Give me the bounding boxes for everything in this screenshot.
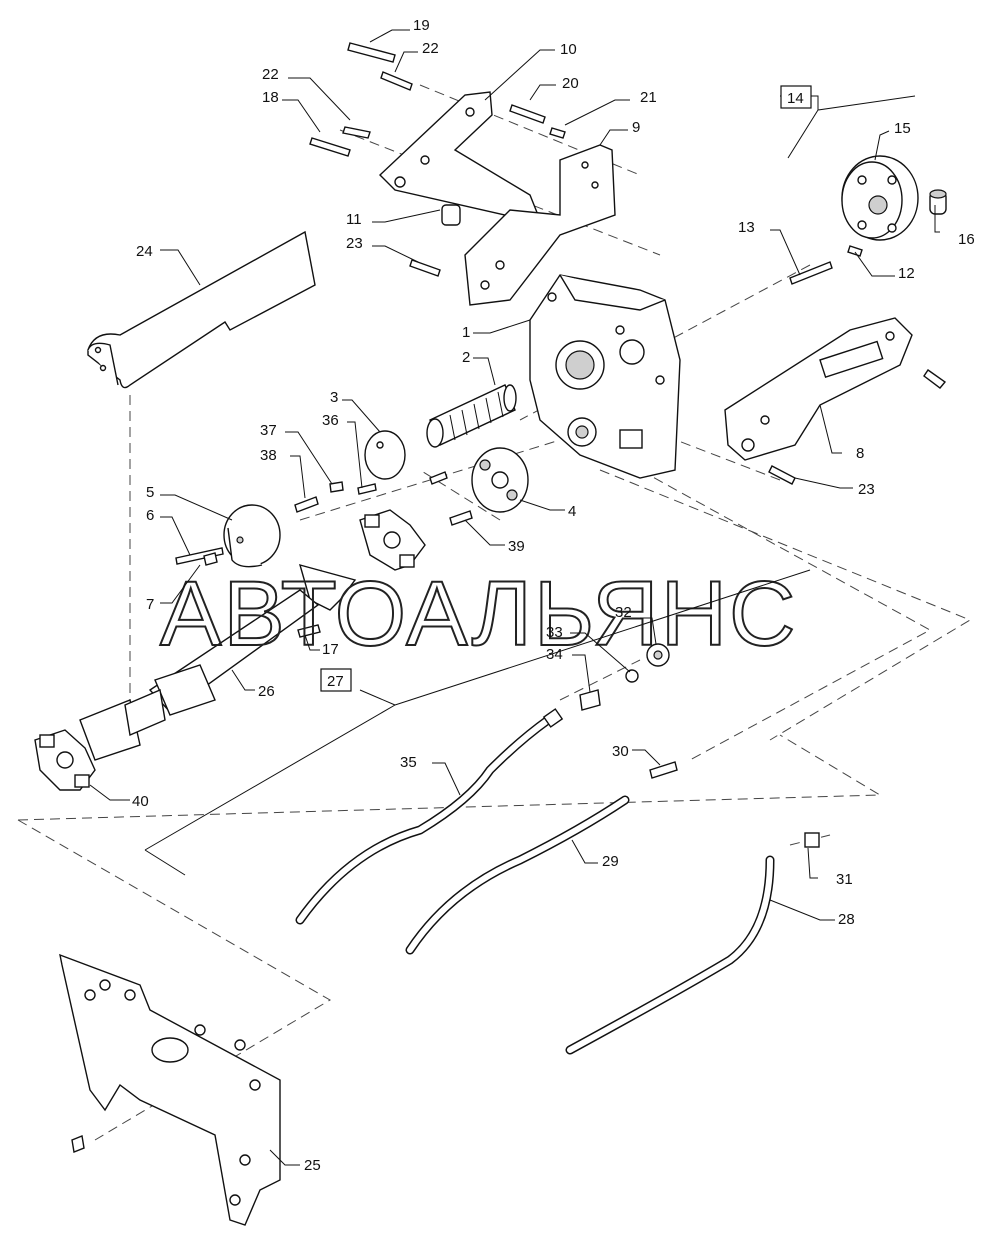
callout-38: 38 — [260, 447, 277, 464]
callout-34: 34 — [546, 646, 563, 663]
flange-part-4 — [471, 447, 529, 513]
callout-33: 33 — [546, 624, 563, 641]
bolts-middle — [175, 471, 473, 638]
shield-cover-part — [87, 230, 316, 389]
coupling-disc-part — [841, 155, 919, 241]
callout-3: 3 — [330, 389, 338, 406]
fitting-parts-32-34 — [579, 643, 670, 711]
callout-31: 31 — [836, 871, 853, 888]
callout-23-top: 23 — [346, 235, 363, 252]
callout-28: 28 — [838, 911, 855, 928]
callout-22-left: 22 — [262, 66, 279, 83]
callout-13: 13 — [738, 219, 755, 236]
plate-part-3 — [364, 430, 406, 480]
callout-9: 9 — [632, 119, 640, 136]
callout-2: 2 — [462, 349, 470, 366]
callout-18: 18 — [262, 89, 279, 106]
universal-joint-lower — [34, 729, 96, 791]
callout-box-14 — [780, 85, 812, 109]
callout-22-top: 22 — [422, 40, 439, 57]
hose-part-28 — [565, 832, 820, 1055]
callout-12: 12 — [898, 265, 915, 282]
bracket-part-9 — [464, 144, 616, 306]
callout-26: 26 — [258, 683, 275, 700]
callout-36: 36 — [322, 412, 339, 429]
callout-10: 10 — [560, 41, 577, 58]
universal-joint-upper — [359, 509, 426, 571]
callout-20: 20 — [562, 75, 579, 92]
callout-17: 17 — [322, 641, 339, 658]
callout-37: 37 — [260, 422, 277, 439]
callout-32: 32 — [615, 604, 632, 621]
callout-35: 35 — [400, 754, 417, 771]
damper-part-5 — [223, 504, 281, 568]
drive-shaft-part — [79, 563, 357, 761]
callout-23-right: 23 — [858, 481, 875, 498]
callout-box-27 — [320, 668, 352, 692]
callout-7: 7 — [146, 596, 154, 613]
watermark-text: АВТОАЛЬЯНС — [160, 563, 798, 665]
hose-part-35 — [295, 708, 564, 925]
mounting-plate-part — [59, 953, 281, 1226]
callout-39: 39 — [508, 538, 525, 555]
adapter-part-30 — [649, 761, 678, 779]
callout-40: 40 — [132, 793, 149, 810]
bolts-upper — [309, 42, 947, 485]
callout-5: 5 — [146, 484, 154, 501]
callout-24: 24 — [136, 243, 153, 260]
bracket-part-10 — [378, 91, 542, 221]
callout-16: 16 — [958, 231, 975, 248]
callout-6: 6 — [146, 507, 154, 524]
splined-shaft-part — [426, 384, 517, 448]
spacer-part-11 — [441, 204, 461, 226]
bracket-part-8 — [724, 317, 913, 461]
callout-11: 11 — [346, 211, 362, 228]
callout-4: 4 — [568, 503, 576, 520]
callout-25: 25 — [304, 1157, 321, 1174]
hose-part-29 — [405, 795, 630, 955]
callout-8: 8 — [856, 445, 864, 462]
callout-leader-lines — [89, 29, 940, 1166]
callout-14: 14 — [787, 90, 804, 107]
bushing-part-16 — [929, 189, 947, 215]
callout-15: 15 — [894, 120, 911, 137]
callout-21: 21 — [640, 89, 657, 106]
callout-29: 29 — [602, 853, 619, 870]
gearbox-housing-part — [529, 274, 681, 479]
callout-19: 19 — [413, 17, 430, 34]
callout-labels: 19 22 10 22 20 18 21 9 14 15 11 13 16 23… — [132, 17, 975, 1174]
callout-30: 30 — [612, 743, 629, 760]
callout-1: 1 — [462, 324, 470, 341]
callout-27: 27 — [327, 673, 344, 690]
